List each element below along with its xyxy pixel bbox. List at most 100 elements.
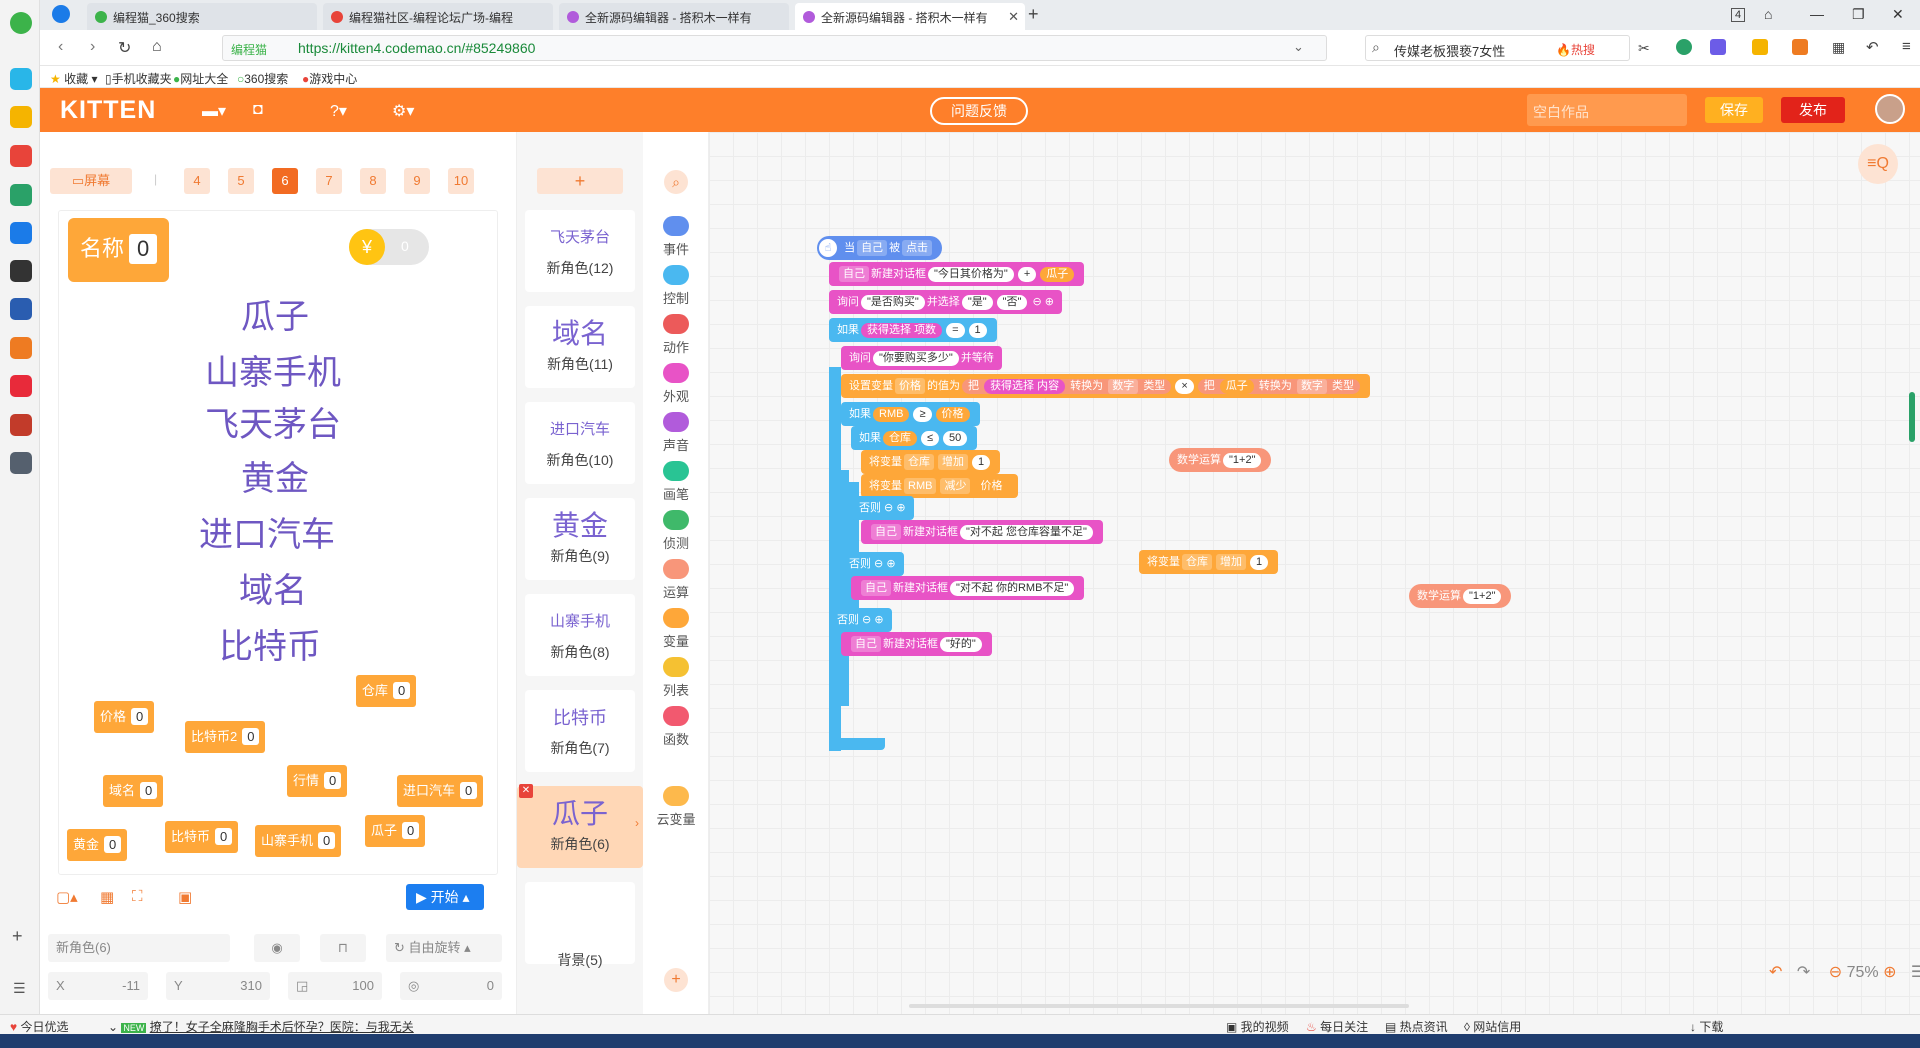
visibility-eye-icon[interactable]: ◉ — [254, 934, 300, 962]
sprite-name-field[interactable]: 新角色(6) — [48, 934, 230, 962]
grid-icon[interactable]: ▦ — [100, 889, 115, 906]
undo-icon[interactable]: ↶ — [1866, 39, 1879, 56]
category-1[interactable]: 事件 — [643, 216, 709, 258]
code-search-icon[interactable]: ≡Q — [1858, 144, 1898, 184]
math-reporter[interactable]: 把 瓜子 转换为 数字 类型 — [1197, 379, 1360, 394]
app-p-icon[interactable] — [10, 222, 32, 244]
page-7[interactable]: 7 — [316, 168, 342, 194]
category-11[interactable]: 函数 — [643, 706, 709, 748]
stage-text-domain[interactable]: 域名 — [239, 571, 307, 611]
folder-icon[interactable]: ▬▾ — [202, 103, 227, 120]
status-link[interactable]: ◊ 网站信用 — [1464, 1020, 1522, 1034]
x-field[interactable]: X-11 — [48, 972, 148, 1000]
code-workspace[interactable]: ≡Q ☝ 当自己被点击 自己新建对话框"今日其价格为"+瓜子 询问"是否购买"并… — [709, 132, 1920, 1014]
weibo-icon[interactable] — [10, 145, 32, 167]
string-input[interactable]: "今日其价格为" — [928, 267, 1014, 282]
string-input[interactable]: "否" — [996, 295, 1028, 310]
news-ticker[interactable]: ⌄ NEW 撩了！女子全麻隆胸手术后怀孕？医院：与我无关 — [108, 1020, 414, 1034]
string-input[interactable]: "1+2" — [1463, 589, 1502, 604]
category-4[interactable]: 外观 — [643, 363, 709, 405]
save-button[interactable]: 保存 — [1705, 97, 1763, 123]
operator-input[interactable]: + — [1017, 267, 1037, 282]
category-8[interactable]: 运算 — [643, 559, 709, 601]
math-reporter[interactable]: 把 获得选择 内容 转换为 数字 类型 — [962, 379, 1172, 394]
string-input[interactable]: "对不起 你的RMB不足" — [950, 581, 1075, 596]
app-red-icon[interactable] — [10, 375, 32, 397]
number-input[interactable]: 50 — [943, 431, 968, 446]
search-blocks-icon[interactable]: ⌕ — [664, 170, 688, 194]
new-tab-button[interactable]: + — [1028, 4, 1039, 24]
today-picks[interactable]: ♥ 今日优选 — [10, 1018, 68, 1035]
dropdown[interactable]: 减少 — [940, 478, 971, 494]
direction-field[interactable]: ◎0 — [400, 972, 502, 1000]
string-input[interactable]: "1+2" — [1223, 453, 1262, 468]
wechat-icon[interactable] — [1676, 39, 1692, 55]
dropdown[interactable]: 数字 — [1296, 379, 1327, 394]
set-variable-block[interactable]: 设置变量价格的值为把 获得选择 内容 转换为 数字 类型×把 瓜子 转换为 数字… — [841, 374, 1370, 398]
zoom-in-icon[interactable]: ⊕ — [1883, 964, 1897, 981]
ask-wait-block[interactable]: 询问"你要购买多少"并等待 — [841, 346, 1002, 370]
category-9[interactable]: 变量 — [643, 608, 709, 650]
new-dialog-block[interactable]: 自己新建对话框"对不起 你的RMB不足" — [851, 576, 1085, 600]
variable-reporter[interactable]: 瓜子 — [1040, 267, 1075, 282]
tab-2[interactable]: 编程猫社区-编程论坛广场-编程 — [323, 3, 553, 30]
variable-reporter[interactable]: 瓜子 — [1219, 379, 1254, 394]
math-operation-block[interactable]: 数学运算"1+2" — [1169, 448, 1272, 472]
add-sprite-button[interactable]: + — [537, 168, 623, 194]
add-app-icon[interactable] — [10, 68, 32, 90]
forward-icon[interactable]: › — [90, 38, 96, 55]
status-link[interactable]: ▤ 热点资讯 — [1385, 1020, 1448, 1034]
background-item[interactable]: 背景(5) — [525, 882, 635, 968]
variable-reporter[interactable]: 仓库 — [883, 431, 917, 446]
sprite-item[interactable]: 比特币新角色(7) — [525, 690, 635, 772]
sprite-item[interactable]: 山寨手机新角色(8) — [525, 594, 635, 676]
sprite-item-selected[interactable]: ✕ 瓜子新角色(6) › — [517, 784, 643, 868]
help-icon[interactable]: ?▾ — [330, 103, 347, 120]
close-window-icon[interactable]: ✕ — [1892, 6, 1904, 22]
page-4[interactable]: 4 — [184, 168, 210, 194]
operator-input[interactable]: = — [946, 323, 965, 338]
stage-text-bitcoin[interactable]: 比特币 — [219, 627, 321, 667]
app-game3-icon[interactable] — [10, 452, 32, 474]
dropdown[interactable]: 项数 — [914, 324, 937, 336]
bookmark-mobile[interactable]: ▯手机收藏夹 — [105, 72, 172, 86]
string-input[interactable]: "好的" — [940, 637, 982, 652]
if-block[interactable]: 如果获得选择 项数=1 — [829, 318, 997, 342]
number-input[interactable]: 1 — [1250, 555, 1269, 570]
document-icon[interactable] — [10, 298, 32, 320]
shirt-icon[interactable]: ⌂ — [1764, 6, 1773, 22]
favorites-icon[interactable] — [10, 106, 32, 128]
fullscreen-button[interactable]: ▭屏幕 — [50, 168, 132, 194]
category-12[interactable]: 云变量 — [643, 786, 709, 828]
string-input[interactable]: "对不起 您仓库容量不足" — [960, 525, 1093, 540]
avatar[interactable] — [1875, 94, 1905, 124]
dropdown[interactable]: 仓库 — [1182, 554, 1212, 570]
game-icon[interactable] — [1792, 39, 1808, 55]
math-operation-block[interactable]: 数学运算"1+2" — [1409, 584, 1512, 608]
sprite-item[interactable]: 域名新角色(11) — [525, 306, 635, 388]
category-7[interactable]: 侦测 — [643, 510, 709, 552]
else-label[interactable]: 否则 ⊖ ⊕ — [851, 496, 914, 520]
new-dialog-block[interactable]: 自己新建对话框"好的" — [841, 632, 992, 656]
app-orange-icon[interactable] — [10, 337, 32, 359]
if-warehouse-block[interactable]: 如果仓库≤50 — [851, 426, 978, 450]
mail-icon[interactable] — [10, 184, 32, 206]
tab-count-badge[interactable]: 4 — [1731, 8, 1746, 22]
browser-menu-icon[interactable]: ≡ — [1902, 38, 1911, 55]
lock-icon[interactable]: ⊓ — [320, 934, 366, 962]
search-box[interactable]: ⌕ 传媒老板猥亵7女性 🔥热搜 — [1365, 35, 1630, 61]
bag-icon[interactable]: ◘ — [253, 101, 263, 118]
status-link[interactable]: ↓ 下载 — [1690, 1020, 1724, 1034]
feedback-button[interactable]: 问题反馈 — [930, 97, 1028, 125]
number-input[interactable]: 1 — [968, 323, 987, 338]
